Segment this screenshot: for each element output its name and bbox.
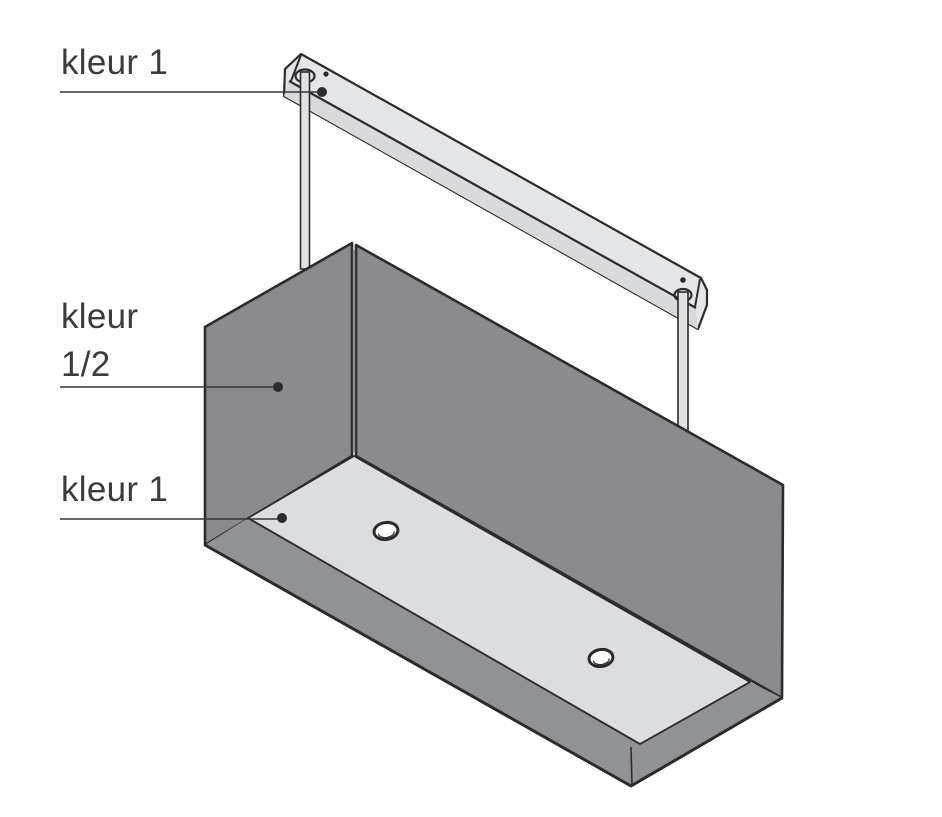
rail-edge-line [288, 80, 697, 309]
hood-body [203, 241, 785, 788]
hood-rim-corner-sliver [630, 746, 633, 787]
hood-bottom-rim [205, 518, 782, 786]
callouts [60, 87, 327, 523]
ceiling-mount-rail [282, 52, 709, 331]
hood-bottom-outer-edge [204, 543, 783, 788]
label-color-bottom: kleur 1 [61, 470, 169, 509]
light-left [372, 520, 400, 542]
label-color-middle: kleur 1/2 [61, 293, 138, 389]
hood-left-wall [203, 241, 354, 547]
leader-dot-bottom [277, 513, 287, 523]
leader-dot-middle [273, 382, 283, 392]
light-right [587, 647, 615, 669]
suspension-rod-right [677, 291, 689, 432]
label-color-middle-line2: 1/2 [61, 345, 111, 384]
rail-left-cap-edge [290, 54, 302, 82]
label-color-top: kleur 1 [61, 43, 169, 82]
leader-dot-top [317, 87, 327, 97]
label-color-middle-line1: kleur [61, 297, 139, 336]
rail-underside [284, 81, 698, 329]
suspension-rod-left [299, 71, 311, 270]
rail-screw-hole-right [680, 277, 686, 283]
rail-screw-hole-left [323, 71, 329, 77]
rail-right-cap-edge [694, 278, 701, 308]
